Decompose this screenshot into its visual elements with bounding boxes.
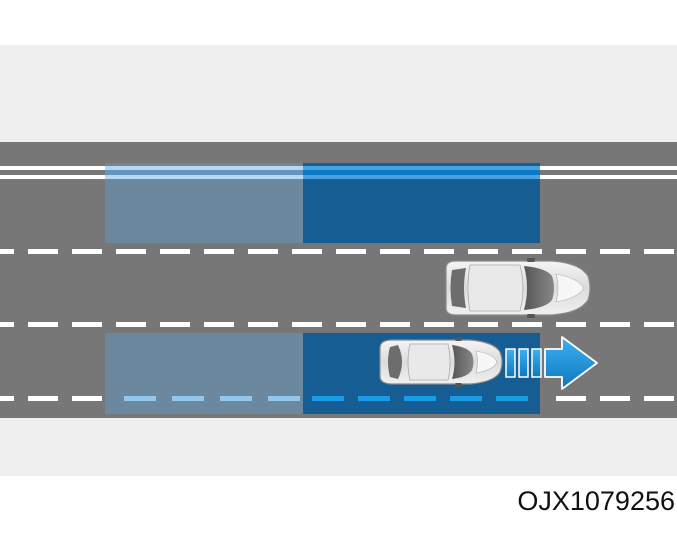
double-line-tint-far — [105, 166, 303, 179]
bottom-shoulder — [0, 418, 677, 476]
lane-line-1 — [0, 249, 674, 254]
lane-line-3 — [0, 396, 674, 401]
car-top-view-icon — [379, 337, 503, 387]
suv-top-view-icon — [445, 258, 591, 318]
right-arrow-icon — [505, 336, 598, 390]
blind-spot-zone-lower-far — [105, 333, 303, 414]
double-line-tint-near — [303, 166, 540, 179]
figure-code: OJX1079256 — [517, 486, 675, 516]
lane-line-2 — [0, 322, 674, 327]
top-shoulder — [0, 45, 677, 142]
